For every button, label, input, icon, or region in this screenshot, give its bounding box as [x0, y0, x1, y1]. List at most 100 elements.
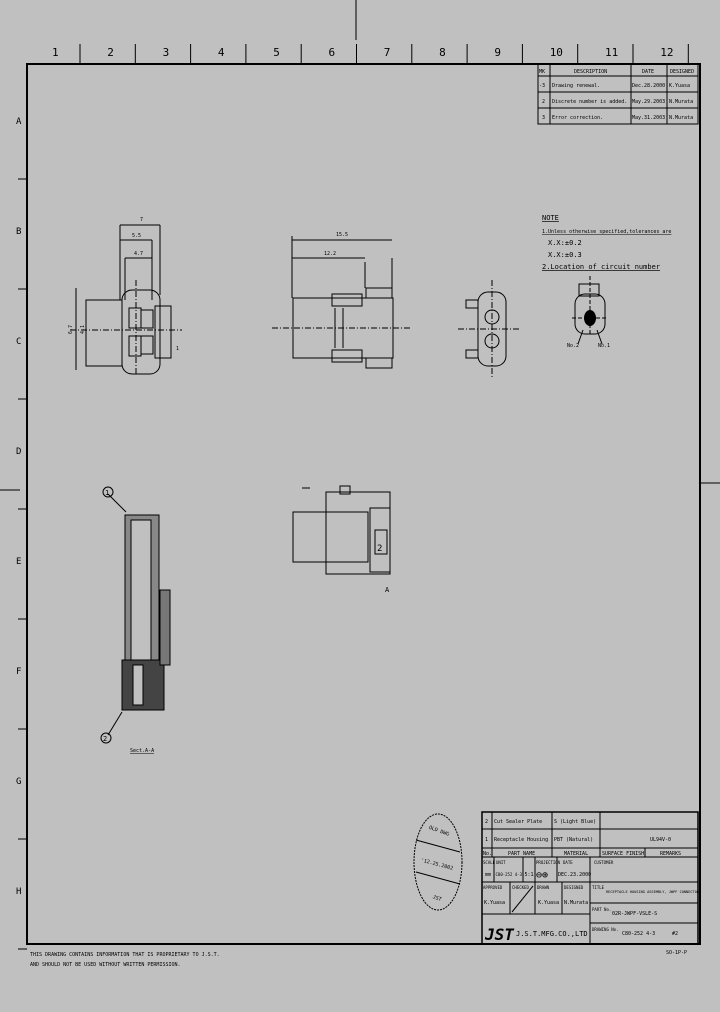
circuit-label: No.1 [598, 343, 610, 349]
row-label: C [16, 337, 21, 347]
balloon-label: 1 [105, 489, 109, 497]
front-view-dimensions: 7 5.5 4.7 6.7 4.1 1 [68, 217, 179, 352]
dimension-label: 15.5 [336, 232, 348, 238]
company-name: J.S.T.MFG.CO.,LTD [516, 930, 588, 938]
column-label: 3 [163, 46, 170, 59]
balloon-label: 2 [103, 735, 107, 743]
rev-header: DESIGNED [670, 69, 694, 75]
label: CHECKED [512, 885, 529, 890]
note-line: X.X:±0.3 [548, 251, 582, 259]
stamp-text: OLD DWG [428, 825, 450, 838]
rev-description: Error correction. [552, 115, 603, 121]
rev-mark: 2 [542, 99, 545, 105]
rev-designer: N.Murata [669, 115, 693, 121]
dimension-label: 6.7 [68, 325, 74, 334]
rear-view [458, 280, 520, 378]
side-view [272, 236, 410, 369]
column-label: 6 [329, 46, 336, 59]
rev-description: Discrete number is added. [552, 99, 627, 105]
part-material: S (Light Blue) [554, 819, 596, 825]
cavity-number: 2 [377, 544, 382, 554]
part-name: Cut Sealer Plate [494, 819, 542, 825]
circuit-label: No.2 [567, 343, 579, 349]
title-block [481, 811, 699, 945]
part-no: 1 [485, 837, 488, 843]
drawn: K.Yuasa [538, 900, 559, 906]
row-label: F [16, 667, 21, 677]
notes-title: NOTE [542, 214, 559, 222]
column-label: 7 [384, 46, 391, 59]
row-label: D [16, 447, 21, 457]
dimension-label: 7 [140, 217, 143, 223]
dimension-label: 12.2 [324, 251, 336, 257]
top-view [292, 485, 391, 575]
projection-symbol-icon: ⊖⊕ [536, 870, 548, 881]
stamp-text: '12.25.2002 [420, 857, 454, 871]
dimension-label: 4.7 [134, 251, 143, 257]
label: TITLE [592, 885, 605, 890]
date: DEC.23.2000 [558, 872, 591, 878]
column-label: 11 [605, 46, 618, 59]
parts-header: PART NAME [508, 851, 535, 857]
parts-header: SURFACE FINISH [602, 851, 644, 857]
dimension-label: 4.1 [80, 325, 86, 334]
dimension-label: 1 [176, 346, 179, 352]
section-label: Sect.A-A [130, 748, 154, 754]
column-label: 2 [107, 46, 114, 59]
row-label: G [16, 777, 21, 787]
column-label: 12 [660, 46, 673, 59]
label: PART No. [592, 907, 611, 912]
label: UNIT [496, 860, 506, 865]
note-line: 2.Location of circuit number [542, 263, 660, 271]
proprietary-notice: THIS DRAWING CONTAINS INFORMATION THAT I… [30, 952, 220, 958]
parts-header: No. [483, 851, 492, 857]
notes: NOTE 1.Unless otherwise specified,tolera… [542, 214, 671, 349]
rev-header: MK [539, 69, 545, 75]
rev-mark: -3 [539, 83, 545, 89]
drawing-title: RECEPTACLE HOUSING ASSEMBLY, JWPF CONNEC… [606, 890, 700, 894]
jst-logo: JST [484, 925, 515, 944]
part-no: 2 [485, 819, 488, 825]
parts-header: REMARKS [660, 851, 681, 857]
label: DRAWING No. [592, 927, 619, 932]
rev-description: Drawing renewal. [552, 83, 600, 89]
label: APPROVED [483, 885, 503, 890]
designed: N.Murata [564, 900, 588, 906]
title-block-text: 2 Cut Sealer Plate S (Light Blue) 1 Rece… [483, 819, 700, 944]
stamp-text: JST [432, 894, 443, 903]
column-label: 9 [494, 46, 501, 59]
note-line: X.X:±0.2 [548, 239, 582, 247]
unit: mm [485, 872, 491, 878]
sheet: #2 [672, 931, 678, 937]
approved: K.Yuasa [484, 900, 505, 906]
rev-designer: N.Murata [669, 99, 693, 105]
label: DATE [563, 860, 573, 865]
part-name: Receptacle Housing [494, 837, 548, 843]
part-material: PBT (Natural) [554, 837, 593, 843]
column-label: 1 [52, 46, 59, 59]
row-label: B [16, 227, 21, 237]
view-marker: A [385, 586, 390, 594]
note-line: 1.Unless otherwise specified,tolerances … [542, 229, 671, 235]
scale: 5:1 [525, 872, 534, 878]
old-drawing-stamp: OLD DWG '12.25.2002 JST [413, 813, 463, 911]
proprietary-notice: AND SHOULD NOT BE USED WITHOUT WRITTEN P… [30, 962, 181, 968]
parts-header: MATERIAL [564, 851, 588, 857]
column-label: 4 [218, 46, 225, 59]
part-number: 02R-JWPF-VSLE-S [612, 911, 657, 917]
rev-date: Dec.28.2000 [632, 83, 665, 89]
column-label: 8 [439, 46, 446, 59]
part-remarks: UL94V-0 [650, 837, 671, 843]
form-number: SO-1P-P [666, 950, 687, 956]
rev-mark: 3 [542, 115, 545, 121]
label: PROJECTION [536, 860, 561, 865]
row-label: E [16, 557, 21, 567]
row-label: H [16, 887, 21, 897]
drawing-number-small: C80-252 4-3 [496, 872, 523, 877]
label: SCALE [483, 860, 496, 865]
revision-table: MK DESCRIPTION DATE DESIGNED -3 Drawing … [537, 63, 699, 125]
row-label: A [16, 117, 22, 127]
label: CUSTOMER [594, 860, 614, 865]
